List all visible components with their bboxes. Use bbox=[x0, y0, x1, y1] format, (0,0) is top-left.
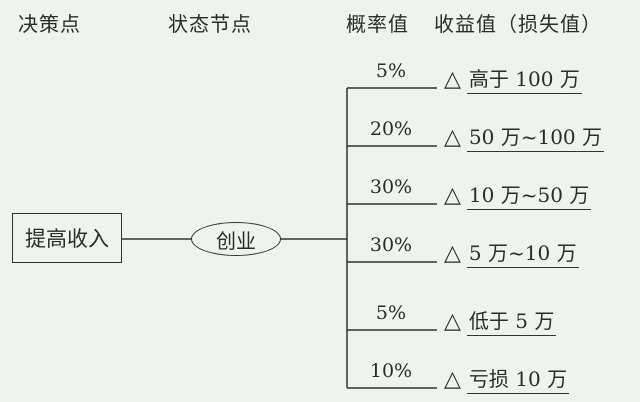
header-probability: 概率值 bbox=[346, 12, 409, 36]
branch-outcome: △5 万~10 万 bbox=[444, 237, 579, 268]
outcome-value: 50 万~100 万 bbox=[466, 121, 605, 152]
triangle-icon: △ bbox=[444, 367, 461, 392]
branch-probability: 5% bbox=[375, 302, 407, 324]
triangle-icon: △ bbox=[444, 183, 461, 208]
triangle-icon: △ bbox=[444, 125, 461, 150]
branch-probability: 5% bbox=[375, 60, 407, 82]
branch-outcome: △50 万~100 万 bbox=[444, 121, 605, 152]
triangle-icon: △ bbox=[444, 241, 461, 266]
outcome-value: 低于 5 万 bbox=[466, 305, 557, 336]
outcome-value: 10 万~50 万 bbox=[466, 179, 592, 210]
header-state-node: 状态节点 bbox=[168, 12, 252, 36]
outcome-value: 亏损 10 万 bbox=[466, 363, 570, 394]
header-decision-point: 决策点 bbox=[18, 12, 81, 36]
branch-outcome: △低于 5 万 bbox=[444, 305, 557, 336]
header-value: 收益值（损失值） bbox=[434, 12, 602, 36]
branch-outcome: △亏损 10 万 bbox=[444, 363, 570, 394]
triangle-icon: △ bbox=[444, 67, 461, 92]
branch-probability: 10% bbox=[369, 360, 413, 382]
branch-probability: 20% bbox=[369, 118, 413, 140]
branch-outcome: △高于 100 万 bbox=[444, 63, 582, 94]
outcome-value: 5 万~10 万 bbox=[466, 237, 579, 268]
branch-probability: 30% bbox=[369, 176, 413, 198]
branch-outcome: △10 万~50 万 bbox=[444, 179, 592, 210]
state-node: 创业 bbox=[191, 222, 281, 256]
decision-node: 提高收入 bbox=[12, 213, 122, 263]
outcome-value: 高于 100 万 bbox=[466, 63, 582, 94]
triangle-icon: △ bbox=[444, 309, 461, 334]
branch-probability: 30% bbox=[369, 234, 413, 256]
